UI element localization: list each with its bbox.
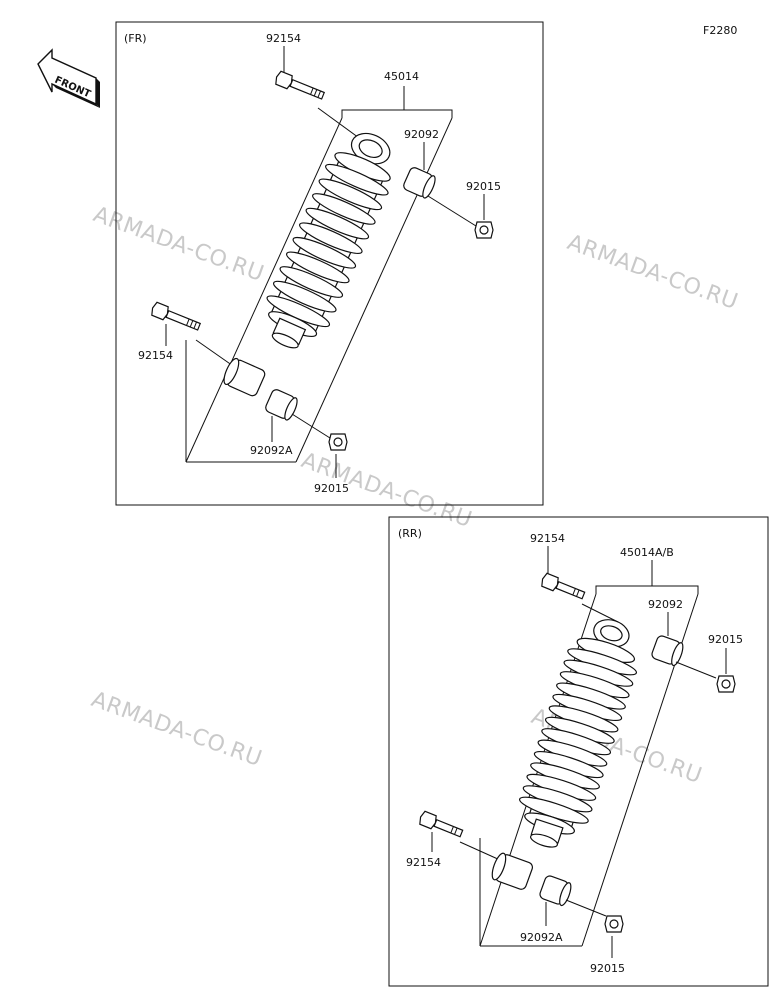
bottom-collar-large	[491, 852, 534, 890]
bottom-collar	[265, 389, 298, 421]
bottom-collar-large	[223, 357, 266, 397]
label-collar-bottom: 92092A	[250, 444, 293, 457]
figure-code: F2280	[703, 24, 737, 37]
label-assembly: 45014A/B	[620, 546, 674, 559]
label-collar-bottom: 92092A	[520, 931, 563, 944]
bottom-nut	[604, 915, 624, 933]
rear-panel-frame	[388, 516, 769, 987]
watermark: ARMADA-CO.RU	[564, 230, 741, 315]
shock-absorber	[266, 132, 391, 349]
rear-panel-tag: (RR)	[398, 527, 422, 540]
front-panel-frame	[115, 21, 544, 506]
bottom-bolt	[151, 301, 202, 331]
rear-panel: (RR)	[388, 516, 769, 987]
label-bolt-top: 92154	[530, 532, 565, 545]
front-panel-tag: (FR)	[124, 32, 147, 45]
top-collar	[403, 167, 436, 199]
label-collar-top: 92092	[404, 128, 439, 141]
label-nut-top: 92015	[466, 180, 501, 193]
label-assembly: 45014	[384, 70, 419, 83]
top-collar	[651, 635, 684, 667]
top-bolt	[275, 70, 326, 100]
shock-absorber	[518, 619, 638, 848]
bottom-bolt	[419, 810, 464, 838]
watermark: ARMADA-CO.RU	[90, 202, 267, 287]
top-nut	[474, 221, 494, 239]
front-direction-badge: FRONT	[37, 48, 100, 108]
top-bolt	[541, 572, 586, 600]
label-bolt-bottom: 92154	[138, 349, 173, 362]
label-nut-bottom: 92015	[314, 482, 349, 495]
label-bolt-top: 92154	[266, 32, 301, 45]
label-collar-top: 92092	[648, 598, 683, 611]
front-panel: (FR)	[115, 21, 544, 506]
watermarks: ARMADA-CO.RU ARMADA-CO.RU ARMADA-CO.RU A…	[88, 202, 741, 789]
label-bolt-bottom: 92154	[406, 856, 441, 869]
top-nut	[716, 675, 736, 693]
label-nut-top: 92015	[708, 633, 743, 646]
bottom-nut	[328, 433, 348, 451]
watermark: ARMADA-CO.RU	[88, 687, 265, 772]
label-nut-bottom: 92015	[590, 962, 625, 975]
bottom-collar	[539, 875, 572, 907]
